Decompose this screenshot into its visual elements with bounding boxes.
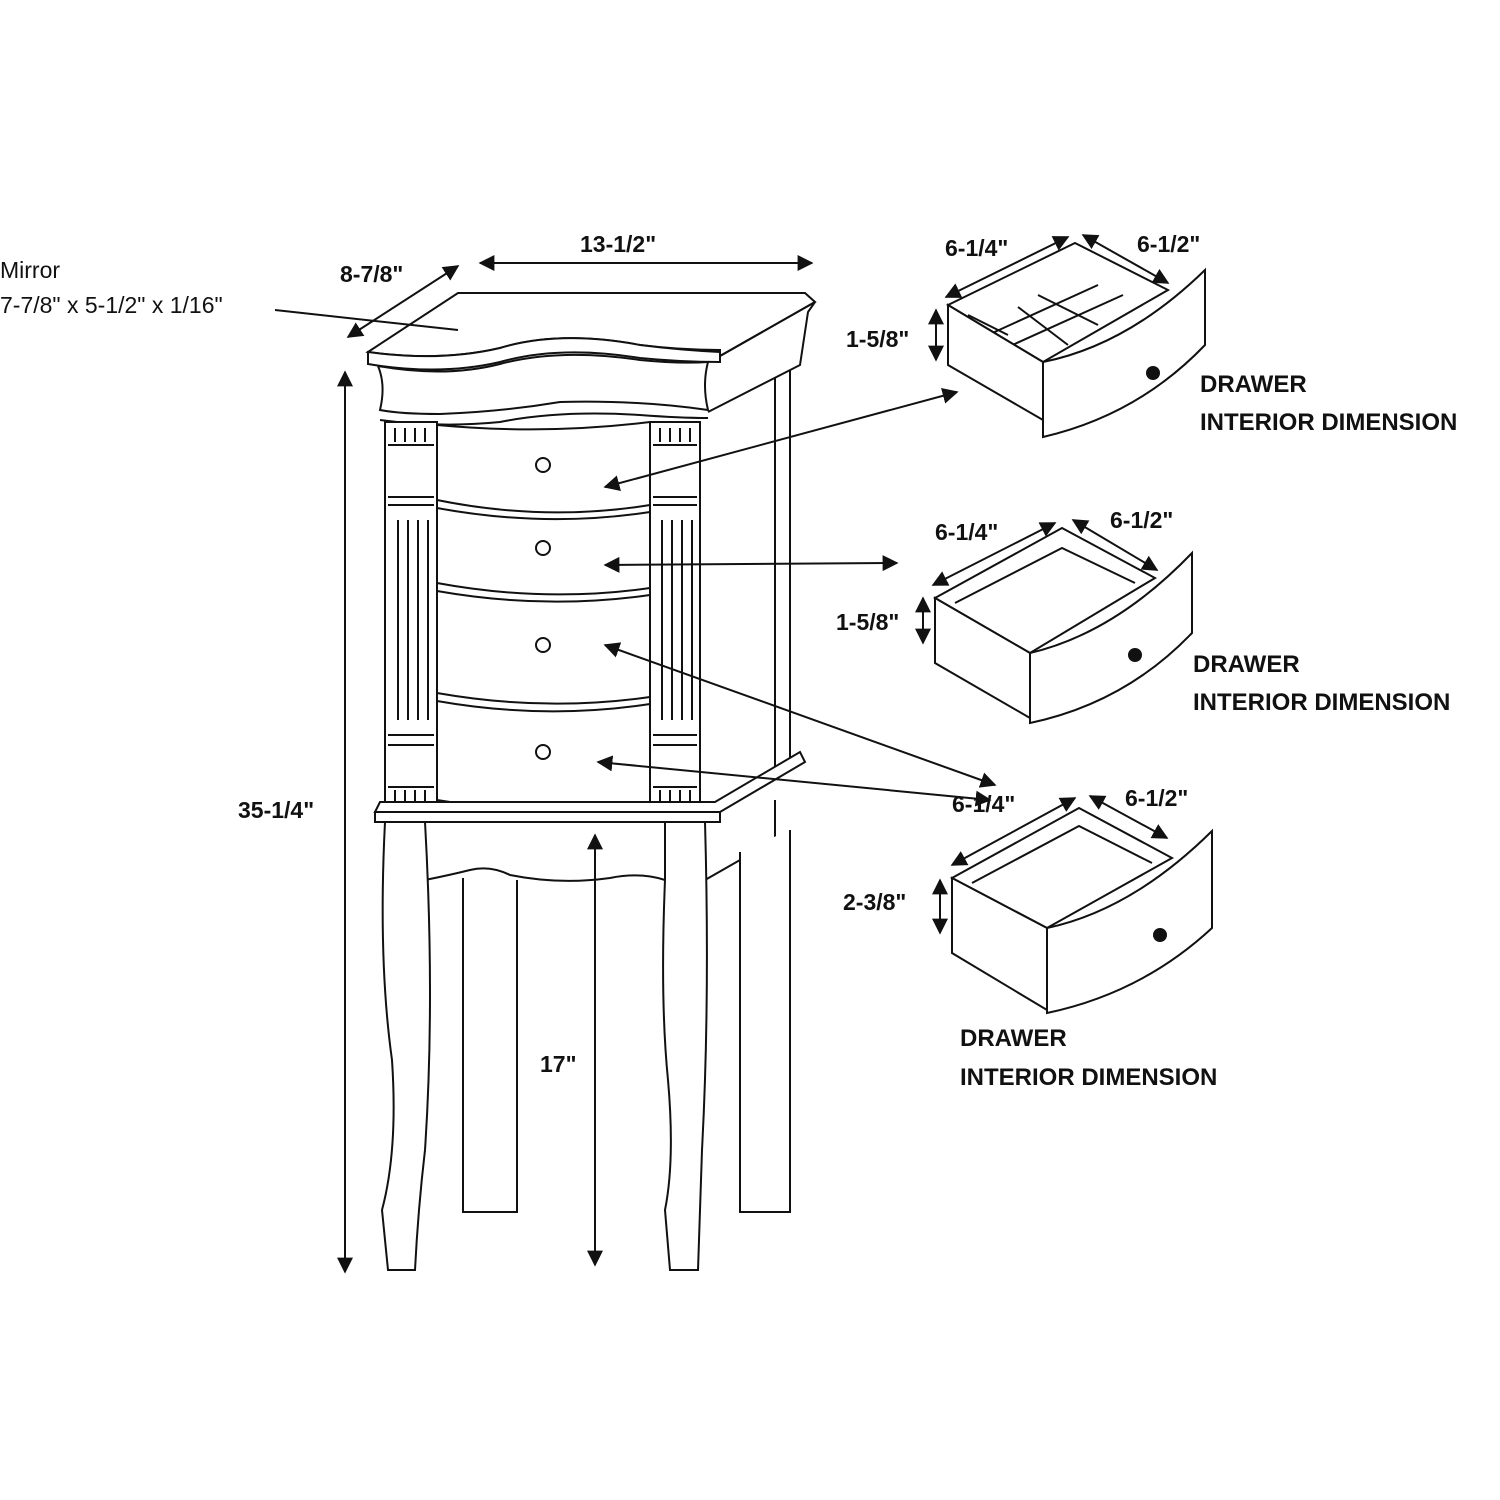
drawer-2	[915, 519, 1193, 725]
knob-icon	[535, 744, 551, 760]
cabinet-legs	[380, 821, 791, 1271]
drawer-2-height: 1-5/8"	[836, 609, 899, 635]
cabinet-depth-label: 8-7/8"	[340, 261, 403, 287]
knob-icon	[1128, 648, 1142, 662]
drawer-2-label-line1: DRAWER	[1193, 651, 1300, 678]
drawer-3	[932, 795, 1213, 1015]
drawer-2-width: 6-1/2"	[1110, 507, 1173, 533]
knob-icon	[535, 637, 551, 653]
mirror-size: 7-7/8" x 5-1/2" x 1/16"	[0, 292, 223, 318]
drawer-1-label-line2: INTERIOR DIMENSION	[1200, 409, 1457, 436]
drawer-3-depth: 6-1/4"	[952, 791, 1015, 817]
cabinet-base	[373, 750, 807, 882]
drawer-1-label-line1: DRAWER	[1200, 371, 1307, 398]
left-column	[384, 421, 438, 808]
leg-height-label: 17"	[540, 1051, 577, 1077]
cabinet-height-label: 35-1/4"	[238, 797, 314, 823]
cabinet-drawers	[436, 421, 651, 811]
right-column	[649, 421, 701, 808]
drawer-3-height: 2-3/8"	[843, 889, 906, 915]
drawer-3-label-line2: INTERIOR DIMENSION	[960, 1064, 1217, 1091]
drawer-2-label-line2: INTERIOR DIMENSION	[1193, 689, 1450, 716]
drawer-1-height: 1-5/8"	[846, 326, 909, 352]
mirror-title: Mirror	[0, 257, 60, 283]
knob-icon	[1153, 928, 1167, 942]
drawer-3-label-line1: DRAWER	[960, 1025, 1067, 1052]
knob-icon	[535, 540, 551, 556]
cabinet-dimension-lines	[274, 255, 814, 1274]
knob-icon	[535, 457, 551, 473]
cabinet-drawing	[365, 292, 817, 1271]
drawer-1-width: 6-1/2"	[1137, 231, 1200, 257]
drawer-1-depth: 6-1/4"	[945, 235, 1008, 261]
knob-icon	[1146, 366, 1160, 380]
cabinet-top	[365, 292, 817, 426]
drawer-3-width: 6-1/2"	[1125, 785, 1188, 811]
drawer-pointer-arrows	[596, 388, 997, 807]
cabinet-width-label: 13-1/2"	[580, 231, 656, 257]
drawer-2-depth: 6-1/4"	[935, 519, 998, 545]
drawer-1	[928, 234, 1206, 439]
